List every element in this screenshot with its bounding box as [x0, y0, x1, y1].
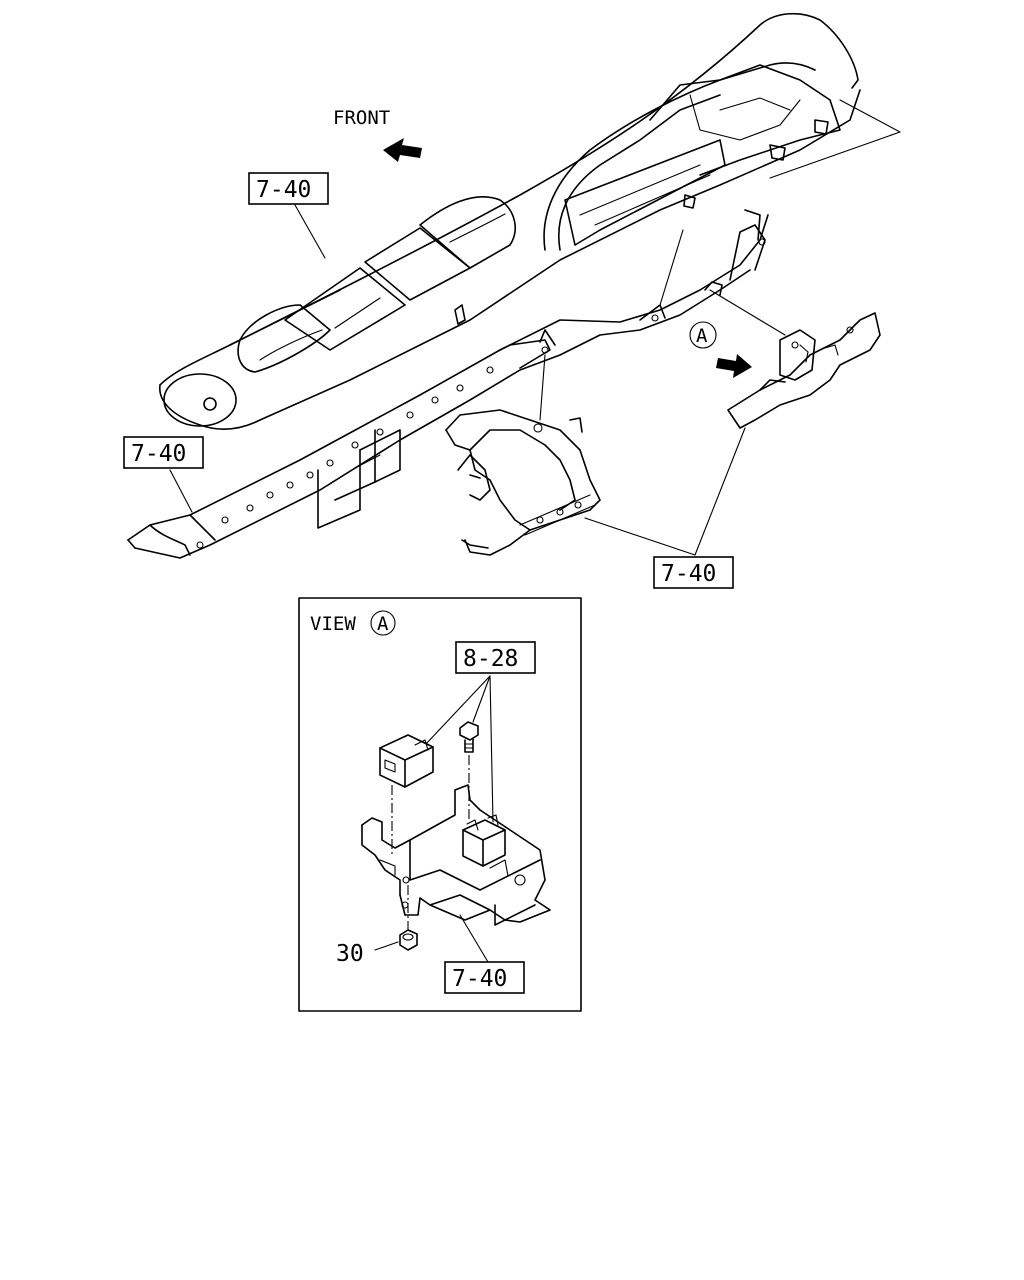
front-label: FRONT: [333, 107, 390, 129]
part-30-label: 30: [336, 941, 364, 967]
view-a-callout: A: [689, 321, 752, 378]
front-arrow-icon: [383, 138, 422, 162]
leader-lines: [169, 99, 901, 556]
center-stay-bracket: [445, 409, 601, 556]
ref-8-28: 8-28: [455, 641, 536, 674]
view-a-inset: VIEW A 8-28: [298, 597, 582, 1012]
svg-text:7-40: 7-40: [661, 561, 716, 587]
svg-text:7-40: 7-40: [452, 966, 507, 992]
svg-text:8-28: 8-28: [463, 646, 518, 672]
ref-7-40-left: 7-40: [123, 436, 204, 469]
svg-text:7-40: 7-40: [131, 441, 186, 467]
relay-lower: [462, 814, 506, 867]
front-indicator: FRONT: [333, 107, 422, 162]
svg-text:7-40: 7-40: [256, 177, 311, 203]
right-side-bracket: [704, 281, 881, 429]
view-letter: A: [377, 613, 389, 635]
view-a-arrow-icon: [716, 354, 752, 378]
ref-7-40-right: 7-40: [653, 556, 734, 589]
relay-upper: [379, 734, 434, 788]
view-title: VIEW: [310, 613, 356, 635]
bolt: [459, 721, 479, 753]
cross-member: [127, 209, 769, 559]
ref-7-40-top: 7-40: [248, 172, 329, 205]
instrument-panel: [159, 12, 861, 430]
callout-a-letter: A: [696, 325, 708, 347]
nut-30: 30: [336, 929, 418, 967]
lower-bracket: [361, 784, 551, 926]
ref-7-40-view: 7-40: [444, 961, 525, 994]
